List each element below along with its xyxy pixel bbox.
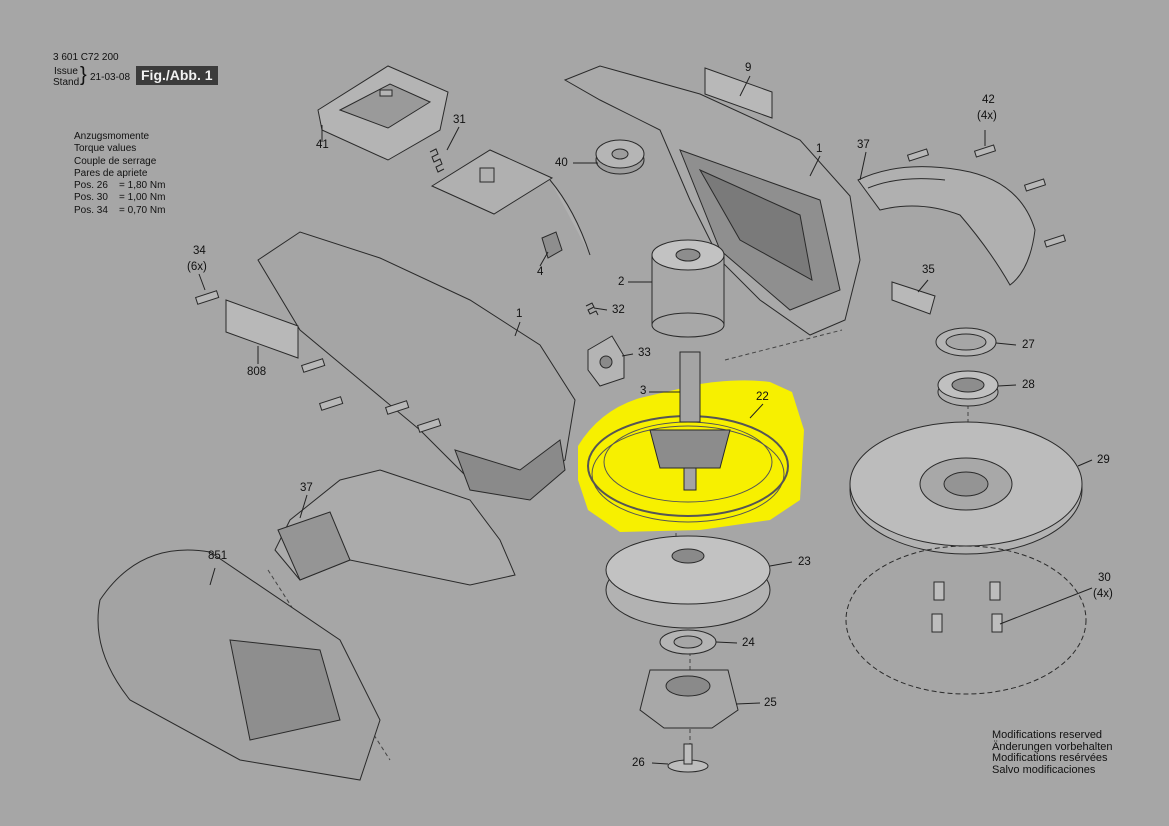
label-851: 851	[208, 550, 228, 562]
label-34: 34	[193, 245, 206, 257]
modifications-es: Salvo modificaciones	[992, 764, 1096, 777]
torque-title-de: Anzugsmomente	[74, 131, 150, 142]
part-33-switch	[587, 335, 625, 387]
torque-table: Anzugsmomente Torque values Couple de se…	[74, 131, 165, 217]
part-27-washer	[935, 327, 997, 357]
part-2-stator	[651, 239, 725, 338]
part-1-housing-upper	[563, 65, 861, 336]
label-26: 26	[632, 757, 645, 769]
part-31-spring	[429, 148, 445, 173]
part-9-label	[704, 67, 773, 119]
part-851-dustbox	[97, 549, 381, 781]
torque-title-es: Pares de apriete	[74, 167, 148, 179]
part-34-screws	[194, 290, 442, 433]
label-30: 30	[1098, 572, 1111, 584]
part-23-fan	[605, 535, 771, 629]
label-23: 23	[798, 556, 811, 568]
part-1-housing-lower	[257, 231, 576, 501]
part-26-screw	[667, 743, 709, 773]
part-35-label	[891, 281, 936, 315]
label-4: 4	[537, 266, 544, 278]
label-9: 9	[745, 62, 752, 74]
part-31-pcb	[430, 149, 591, 256]
part-number: 3 601 C72 200	[53, 52, 119, 63]
stand-label: Stand	[53, 77, 80, 88]
torque-row: Pos. 30 = 1,00 Nm	[74, 192, 166, 204]
modifications-de: Änderungen vorbehalten	[992, 740, 1113, 753]
brace-glyph: }	[80, 64, 87, 86]
part-40-wheel	[595, 139, 645, 175]
part-29-pad	[849, 421, 1083, 555]
label-808: 808	[247, 366, 267, 378]
part-24-washer	[659, 629, 717, 655]
label-29: 29	[1097, 454, 1110, 466]
label-3: 3	[640, 385, 647, 397]
label-30-qty: (4x)	[1093, 588, 1113, 600]
modifications-note: Modifications reserved Änderungen vorbeh…	[992, 729, 1113, 777]
part-37-ring	[857, 166, 1036, 286]
torque-title-en: Torque values	[74, 143, 137, 155]
label-33: 33	[638, 347, 651, 359]
label-34-qty: (6x)	[187, 261, 207, 273]
modifications-en: Modifications reserved	[992, 729, 1103, 741]
part-37-adapter	[274, 469, 516, 586]
issue-date: 21-03-08	[90, 72, 131, 83]
figure-label: Fig./Abb. 1	[136, 66, 218, 85]
label-25: 25	[764, 697, 777, 709]
label-40: 40	[555, 157, 568, 169]
part-808-label	[225, 299, 299, 359]
part-25-housing	[639, 669, 739, 729]
label-1-lower: 1	[516, 308, 523, 320]
label-35: 35	[922, 264, 935, 276]
label-41: 41	[316, 139, 329, 151]
label-28: 28	[1022, 379, 1035, 391]
leader-lines	[198, 75, 1093, 765]
label-27: 27	[1022, 339, 1035, 351]
label-42: 42	[982, 94, 995, 106]
part-32-spring	[585, 302, 599, 316]
label-32: 32	[612, 304, 625, 316]
label-37-lower: 37	[300, 482, 313, 494]
part-28-bearing	[937, 370, 999, 407]
part-4-clip	[541, 231, 563, 259]
torque-row: Pos. 26 = 1,80 Nm	[74, 180, 166, 192]
label-1-upper: 1	[816, 143, 823, 155]
label-2: 2	[618, 276, 625, 288]
label-31: 31	[453, 114, 466, 126]
label-24: 24	[742, 637, 755, 649]
part-41-holder	[317, 65, 449, 161]
part-30-disc	[845, 545, 1087, 695]
part-3-armature	[649, 351, 731, 491]
part-42-screws	[906, 144, 1067, 248]
issue-label: Issue	[54, 66, 78, 77]
label-37-upper: 37	[857, 139, 870, 151]
part-30-screws	[931, 581, 1003, 633]
torque-title-fr: Couple de serrage	[74, 155, 157, 167]
modifications-fr: Modifications resérvées	[992, 752, 1108, 765]
label-42-qty: (4x)	[977, 110, 997, 122]
label-22: 22	[756, 391, 769, 403]
torque-row: Pos. 34 = 0,70 Nm	[74, 204, 166, 216]
